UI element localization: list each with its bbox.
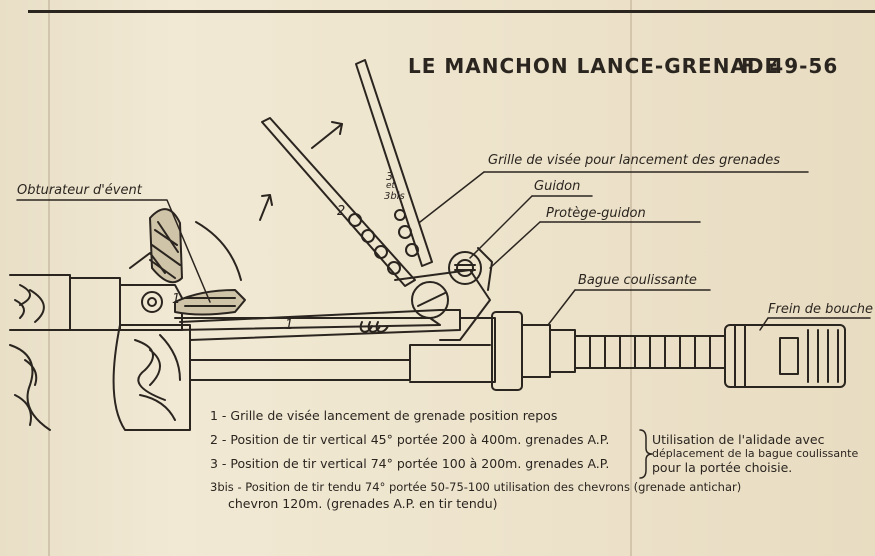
legend-line-2: 2 - Position de tir vertical 45° portée … (210, 432, 610, 447)
page-title: LE MANCHON LANCE-GRENADE (408, 54, 780, 78)
marker-1-arm: 1 (285, 318, 294, 333)
barrel (179, 309, 496, 383)
label-frein: Frein de bouche (768, 302, 874, 317)
wooden-stock (9, 274, 191, 431)
marker-2: 2 (337, 204, 346, 219)
marker-3bis: 3bis (384, 191, 405, 202)
top-rule (28, 10, 875, 13)
label-protege: Protège-guidon (546, 206, 646, 221)
leader-lines (16, 171, 871, 479)
legend-note-3: pour la portée choisie. (652, 460, 793, 475)
sight-arm-3 (355, 59, 433, 267)
rotation-arrows (195, 121, 343, 281)
legend-line-3: 3 - Position de tir vertical 74° portée … (210, 456, 610, 471)
fold-line-right (630, 0, 632, 556)
marker-3-et: et (386, 181, 396, 191)
label-obturateur: Obturateur d'évent (17, 183, 142, 198)
sight-arm-2 (261, 117, 416, 287)
legend-line-1: 1 - Grille de visée lancement de grenade… (210, 408, 558, 423)
label-guidon: Guidon (534, 179, 581, 194)
fold-line-left (48, 0, 50, 556)
label-grille: Grille de visée pour lancement des grena… (488, 153, 780, 168)
legend-line-3bis-cont: chevron 120m. (grenades A.P. en tir tend… (228, 496, 498, 511)
label-bague: Bague coulissante (578, 273, 697, 288)
legend-note-1: Utilisation de l'alidade avec (652, 432, 825, 447)
vent-shutter (129, 208, 246, 316)
sight-arm-rest (174, 269, 491, 341)
figure-number: F. 49-56 (741, 54, 839, 78)
front-sight (448, 247, 493, 291)
sleeve (491, 311, 846, 391)
legend-line-3bis: 3bis - Position de tir tendu 74° portée … (210, 480, 742, 494)
marker-3: 3 (386, 170, 393, 183)
marker-1-bolt: 1 (172, 292, 181, 307)
legend-note-2: déplacement de la bague coulissante (652, 447, 859, 460)
receiver (69, 277, 183, 331)
